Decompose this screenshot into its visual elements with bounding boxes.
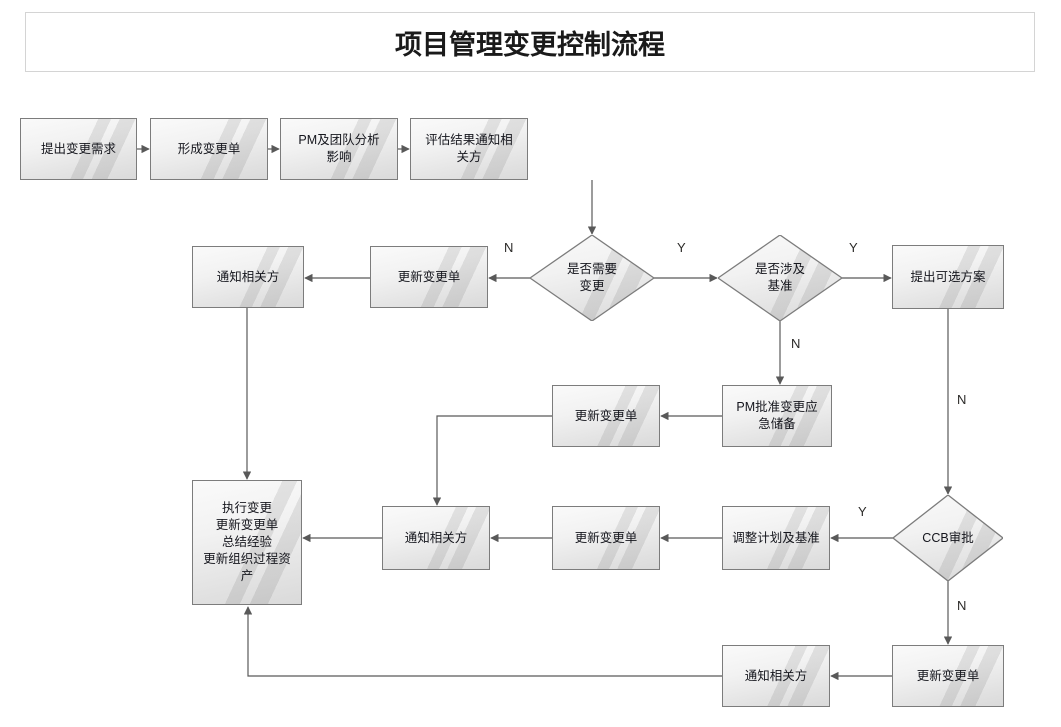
node-label: 是否需要 变更 bbox=[566, 262, 617, 293]
decision-ccb-approval[interactable]: CCB审批 bbox=[893, 495, 1003, 581]
node-label: 评估结果通知相 关方 bbox=[425, 133, 513, 164]
node-notify-assessment-result[interactable]: 评估结果通知相 关方 bbox=[410, 118, 528, 180]
node-label: 调整计划及基准 bbox=[732, 530, 820, 545]
node-label: 执行变更 更新变更单 总结经验 更新组织过程资 产 bbox=[203, 501, 291, 583]
node-label: 更新变更单 bbox=[397, 269, 461, 284]
node-label: 更新变更单 bbox=[574, 530, 638, 545]
node-label: PM及团队分析 影响 bbox=[298, 133, 380, 164]
edge-label-baseline-no: N bbox=[791, 336, 801, 351]
diamond-border bbox=[893, 495, 1003, 581]
node-label: 形成变更单 bbox=[177, 141, 241, 156]
node-label: 通知相关方 bbox=[744, 668, 808, 683]
node-pm-team-impact-analysis[interactable]: PM及团队分析 影响 bbox=[280, 118, 398, 180]
node-label: 更新变更单 bbox=[916, 668, 980, 683]
node-label: 通知相关方 bbox=[216, 269, 280, 284]
node-notify-stakeholders-1[interactable]: 通知相关方 bbox=[192, 246, 304, 308]
decision-affects-baseline[interactable]: 是否涉及 基准 bbox=[718, 235, 842, 321]
diamond-border bbox=[718, 235, 842, 321]
edge-n14-n10 bbox=[243, 606, 722, 677]
node-propose-alternatives[interactable]: 提出可选方案 bbox=[892, 245, 1004, 309]
edge-label-baseline-yes: Y bbox=[849, 240, 858, 255]
node-pm-approve-contingency[interactable]: PM批准变更应 急储备 bbox=[722, 385, 832, 447]
node-update-change-form-2[interactable]: 更新变更单 bbox=[552, 385, 660, 447]
node-submit-change-request[interactable]: 提出变更需求 bbox=[20, 118, 137, 180]
node-adjust-plan-baseline[interactable]: 调整计划及基准 bbox=[722, 506, 830, 570]
node-label: 是否涉及 基准 bbox=[754, 262, 805, 293]
node-label: CCB审批 bbox=[922, 530, 974, 545]
page-title: 项目管理变更控制流程 bbox=[395, 29, 665, 61]
node-label: 提出变更需求 bbox=[40, 141, 116, 156]
node-execute-change-summary[interactable]: 执行变更 更新变更单 总结经验 更新组织过程资 产 bbox=[192, 480, 302, 605]
node-update-change-form-4[interactable]: 更新变更单 bbox=[892, 645, 1004, 707]
diamond-border bbox=[530, 235, 654, 321]
edge-label-alternatives-no: N bbox=[957, 392, 967, 407]
title-frame: 项目管理变更控制流程 bbox=[25, 12, 1035, 72]
edge-label-ccb-no: N bbox=[957, 598, 967, 613]
node-update-change-form-3[interactable]: 更新变更单 bbox=[552, 506, 660, 570]
edge-label-change-needed-no: N bbox=[504, 240, 514, 255]
node-label: 更新变更单 bbox=[574, 408, 638, 423]
node-label: PM批准变更应 急储备 bbox=[736, 400, 818, 431]
edge-label-change-needed-yes: Y bbox=[677, 240, 686, 255]
node-notify-stakeholders-3[interactable]: 通知相关方 bbox=[722, 645, 830, 707]
node-notify-stakeholders-2[interactable]: 通知相关方 bbox=[382, 506, 490, 570]
decision-change-needed[interactable]: 是否需要 变更 bbox=[530, 235, 654, 321]
node-update-change-form-1[interactable]: 更新变更单 bbox=[370, 246, 488, 308]
node-create-change-form[interactable]: 形成变更单 bbox=[150, 118, 268, 180]
edge-n9-n11 bbox=[432, 415, 552, 506]
node-label: 通知相关方 bbox=[404, 530, 468, 545]
node-label: 提出可选方案 bbox=[910, 269, 986, 284]
edge-label-ccb-yes: Y bbox=[858, 504, 867, 519]
